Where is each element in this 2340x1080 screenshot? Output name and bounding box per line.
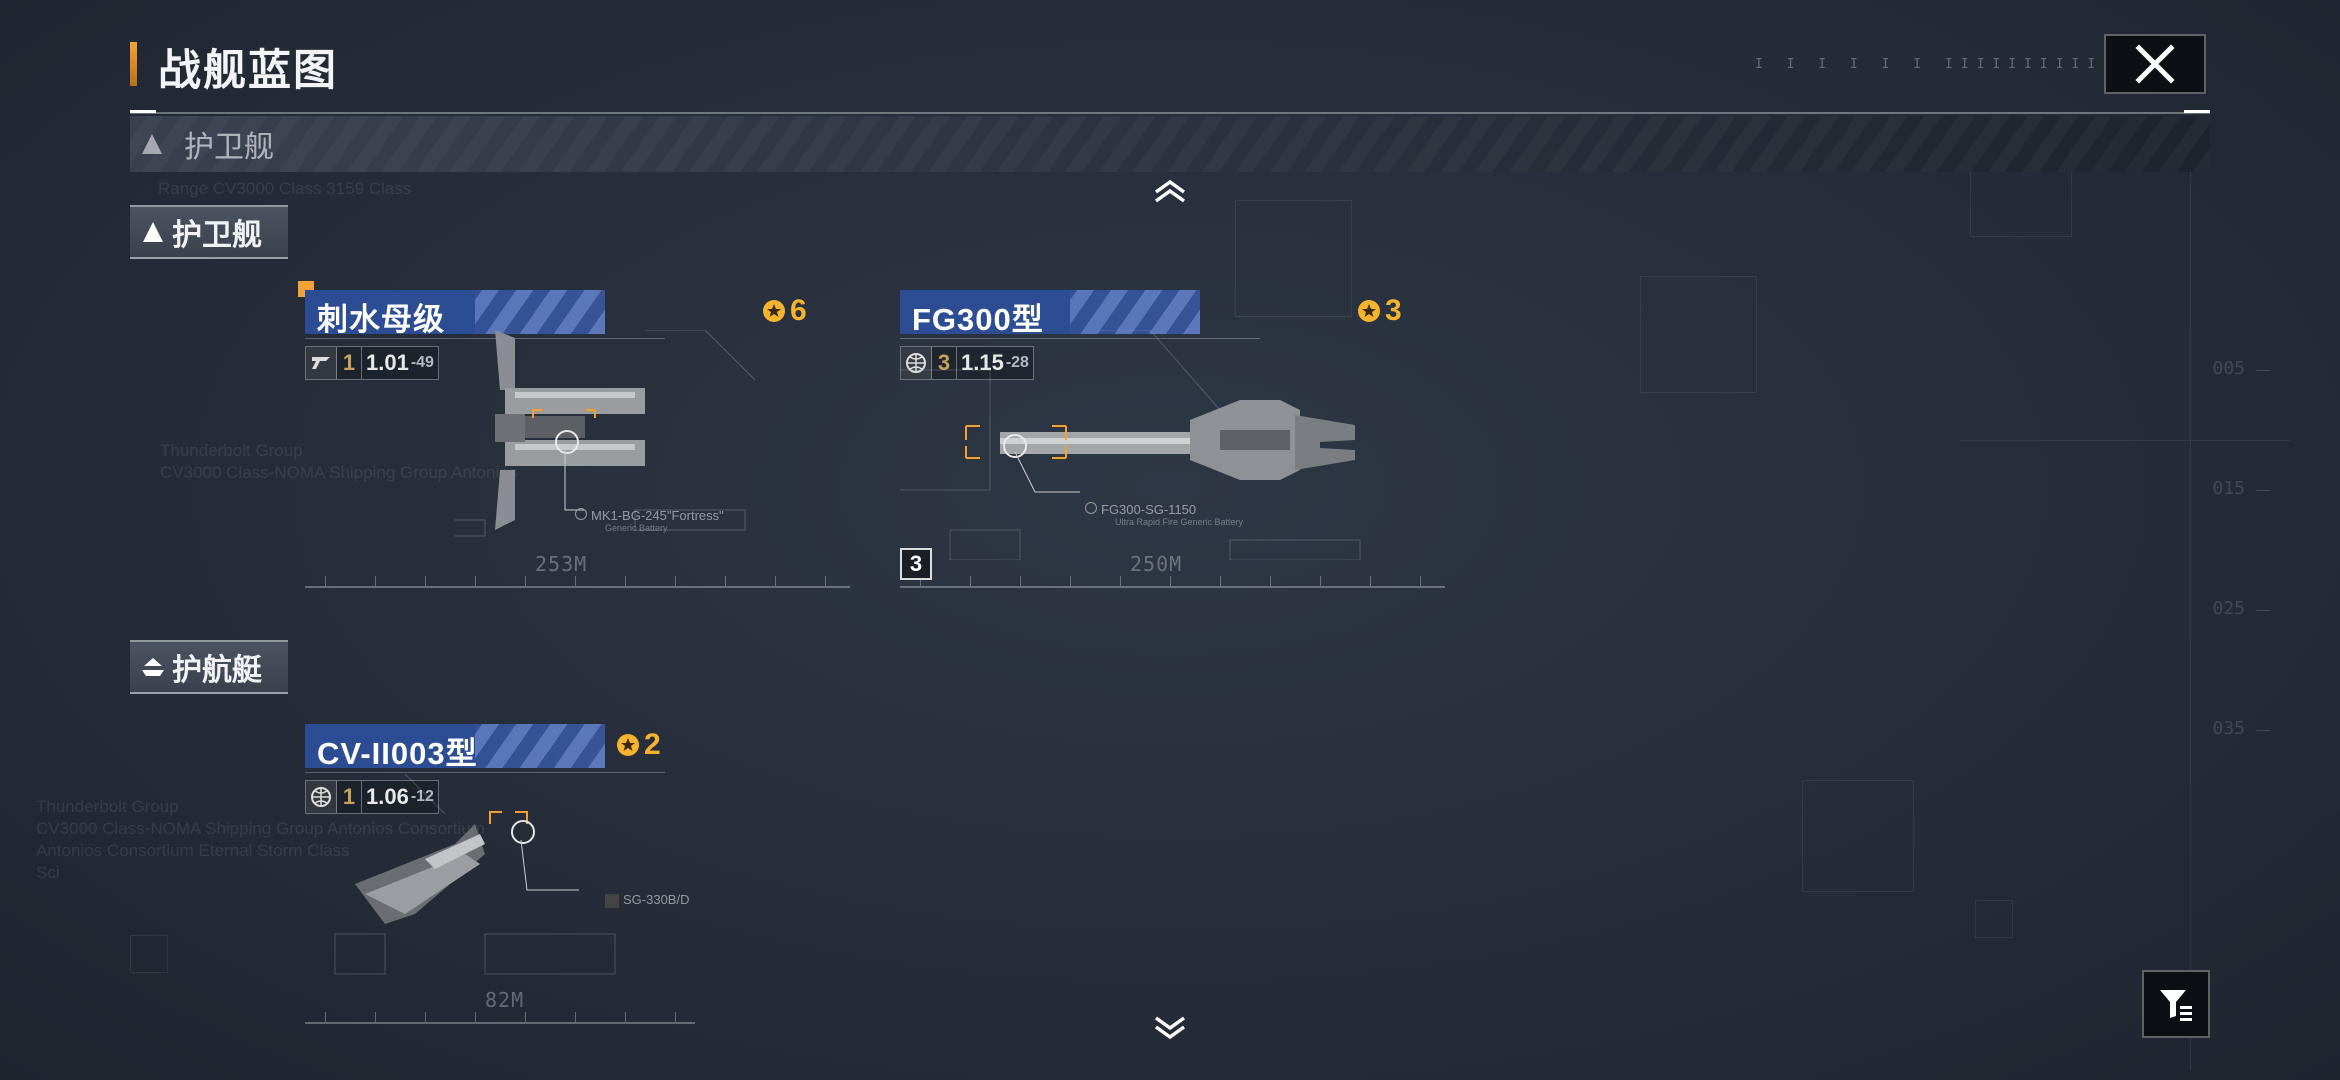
manufacturer-logo-icon: [306, 347, 337, 379]
ruler-label: 025: [2212, 598, 2245, 619]
ship-stats: 1 1.06-12: [305, 780, 439, 814]
blueprint-badge-icon: [763, 300, 785, 322]
page-title: 战舰蓝图: [158, 47, 338, 95]
ruler-label: 015: [2212, 478, 2245, 499]
frigate-triangle-icon: [140, 219, 166, 245]
ship-tier: 1: [337, 781, 362, 813]
category-jump-bar[interactable]: 护卫舰: [130, 116, 2210, 172]
close-button[interactable]: [2104, 34, 2206, 94]
decorative-dots: I I I I I I IIIIIIIIIIII: [1755, 57, 2135, 72]
section-header-frigate: 护卫舰: [130, 205, 288, 259]
scroll-down-icon[interactable]: [1152, 1014, 1188, 1042]
ship-name: FG300型: [912, 302, 1044, 337]
ship-name: 刺水母级: [317, 302, 445, 337]
close-icon: [2135, 44, 2175, 84]
ship-length: 82M: [485, 988, 525, 1012]
category-jump-label: 护卫舰: [184, 131, 274, 164]
weapon-marker: [555, 430, 579, 454]
ship-blueprint-image: [455, 330, 756, 537]
scroll-up-icon[interactable]: [1152, 176, 1188, 204]
weapon-marker: [1003, 434, 1027, 458]
ship-stats: 1 1.01-49: [305, 346, 439, 380]
weapon-label: MK1-BG-245"Fortress" Generic Battery: [575, 508, 724, 533]
length-scale: [305, 1008, 695, 1024]
ruler-label: 035: [2212, 718, 2245, 739]
section-header-corvette: 护航艇: [130, 640, 288, 694]
globe-icon: [306, 781, 337, 813]
corvette-icon: [140, 654, 166, 680]
ship-count: 3: [1356, 294, 1402, 328]
header-divider: [130, 112, 2210, 114]
weapon-label: SG-330B/D: [605, 892, 689, 908]
ship-length: 253M: [535, 552, 588, 576]
ship-name: CV-II003型: [317, 736, 478, 771]
ship-blueprint-image: [334, 773, 616, 975]
ship-stats: 3 1.15-28: [900, 346, 1034, 380]
ship-blueprint-image: [900, 330, 1361, 560]
title-accent-bar: [130, 42, 137, 86]
blueprint-badge-icon: [617, 734, 639, 756]
weapon-label: FG300-SG-1150 Ultra Rapid Fire Generic B…: [1085, 502, 1243, 527]
section-label: 护航艇: [172, 654, 262, 687]
filter-button[interactable]: [2142, 970, 2210, 1038]
section-label: 护卫舰: [172, 219, 262, 252]
globe-icon: [901, 347, 932, 379]
blueprint-badge-icon: [1358, 300, 1380, 322]
ship-length: 250M: [1130, 552, 1183, 576]
ship-card-cv-ii003[interactable]: CV-II003型 2 1 1.06-12 SG-330B/D 82M: [305, 724, 705, 1034]
ship-speed: 1.01-49: [366, 350, 434, 375]
filter-icon: [2160, 990, 2192, 1021]
ship-speed: 1.06-12: [366, 784, 434, 809]
weapon-marker: [511, 820, 535, 844]
background-ghost-text: Thunderbolt Group CV3000 Class-NOMA Ship…: [160, 441, 518, 482]
length-scale: [900, 572, 1445, 588]
ship-count: 2: [615, 728, 661, 762]
ship-count: 6: [761, 294, 807, 328]
ship-card-jellyfish[interactable]: 刺水母级 6 1 1.01-49 MK1-BG-245"Fortress" Ge…: [305, 290, 850, 600]
ruler-label: 005: [2212, 358, 2245, 379]
background-ghost-text: Thunderbolt Group CV3000 Class-NOMA Ship…: [36, 797, 485, 882]
length-scale: [305, 572, 850, 588]
ship-tier: 1: [337, 347, 362, 379]
background-ghost-text: Range CV3000 Class 3159 Class: [158, 179, 412, 198]
ship-card-fg300[interactable]: FG300型 3 3 1.15-28 FG300-SG-1150 Ultra R…: [900, 290, 1445, 600]
ship-tier: 3: [932, 347, 957, 379]
ship-speed: 1.15-28: [961, 350, 1029, 375]
ship-grade-badge: 3: [900, 548, 932, 580]
frigate-triangle-icon: [142, 134, 162, 154]
